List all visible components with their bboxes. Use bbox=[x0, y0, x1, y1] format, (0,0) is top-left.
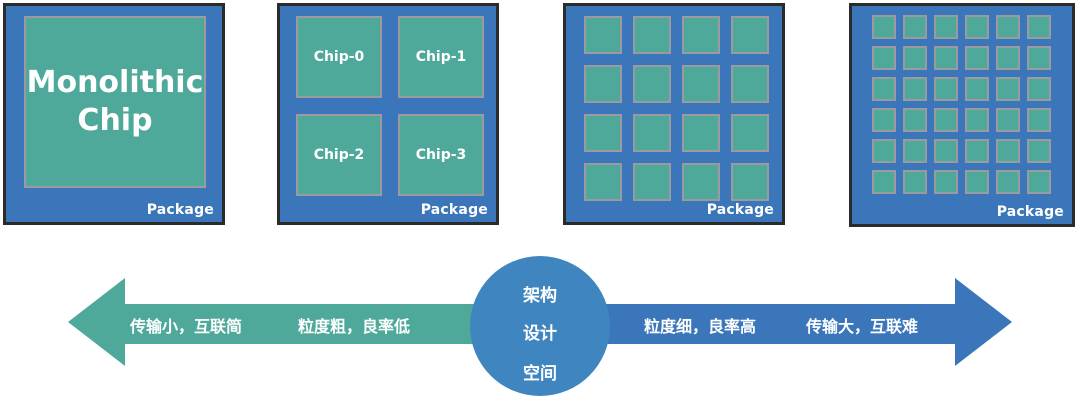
package-label: Package bbox=[146, 202, 214, 218]
center-line-2: 设计 bbox=[523, 324, 557, 344]
chiplet bbox=[1027, 108, 1051, 132]
monolithic-line-1: Monolithic bbox=[26, 65, 204, 100]
chiplet bbox=[633, 65, 671, 103]
chiplet bbox=[633, 16, 671, 54]
center-circle bbox=[470, 256, 610, 396]
left-arrow bbox=[68, 278, 498, 366]
chiplet bbox=[965, 15, 989, 39]
chip-3-label: Chip-3 bbox=[415, 147, 467, 163]
chiplet bbox=[872, 139, 896, 163]
chiplet bbox=[996, 108, 1020, 132]
chiplet bbox=[934, 77, 958, 101]
chiplet bbox=[965, 46, 989, 70]
chiplet bbox=[584, 16, 622, 54]
chiplet bbox=[1027, 15, 1051, 39]
chiplet bbox=[934, 46, 958, 70]
chiplet bbox=[633, 114, 671, 152]
chiplet bbox=[965, 139, 989, 163]
chip-0: Chip-0 bbox=[296, 16, 382, 98]
chiplet bbox=[903, 108, 927, 132]
chiplet bbox=[872, 170, 896, 194]
package-4-chips: Chip-0 Chip-1 Chip-2 Chip-3 Package bbox=[277, 3, 499, 225]
package-4x4-chips: Package bbox=[563, 3, 785, 225]
right-arrow bbox=[582, 278, 1012, 366]
chiplet bbox=[1027, 77, 1051, 101]
center-line-1: 架构 bbox=[523, 286, 557, 306]
package-label: Package bbox=[420, 202, 488, 218]
chiplet bbox=[965, 77, 989, 101]
chiplet bbox=[934, 139, 958, 163]
monolithic-chip-label: Monolithic Chip bbox=[26, 64, 204, 140]
monolithic-line-2: Chip bbox=[77, 103, 153, 138]
chiplet bbox=[1027, 170, 1051, 194]
chiplet bbox=[584, 65, 622, 103]
package-label: Package bbox=[996, 204, 1064, 220]
chiplet bbox=[996, 170, 1020, 194]
chiplet bbox=[996, 46, 1020, 70]
right-text-2: 传输大，互联难 bbox=[806, 317, 919, 336]
chip-1-label: Chip-1 bbox=[415, 49, 467, 65]
right-text-1: 粒度细，良率高 bbox=[644, 317, 757, 336]
chiplet bbox=[731, 65, 769, 103]
chiplet bbox=[872, 46, 896, 70]
chiplet bbox=[584, 163, 622, 201]
chiplet bbox=[996, 77, 1020, 101]
chiplet bbox=[872, 108, 896, 132]
chiplet bbox=[934, 15, 958, 39]
package-6x6-chips: Package bbox=[849, 3, 1075, 227]
chip-2: Chip-2 bbox=[296, 114, 382, 196]
chiplet bbox=[872, 15, 896, 39]
chiplet bbox=[633, 163, 671, 201]
chiplet bbox=[903, 46, 927, 70]
chip-0-label: Chip-0 bbox=[313, 49, 365, 65]
center-line-3: 空间 bbox=[523, 364, 557, 384]
chiplet bbox=[682, 16, 720, 54]
chiplet bbox=[965, 170, 989, 194]
chip-1: Chip-1 bbox=[398, 16, 484, 98]
chiplet bbox=[903, 139, 927, 163]
package-monolithic: Monolithic Chip Package bbox=[3, 3, 225, 225]
chiplet bbox=[903, 15, 927, 39]
chip-2-label: Chip-2 bbox=[313, 147, 365, 163]
chiplet bbox=[934, 170, 958, 194]
chiplet bbox=[903, 170, 927, 194]
chiplet bbox=[1027, 139, 1051, 163]
chiplet bbox=[731, 16, 769, 54]
chiplet bbox=[682, 65, 720, 103]
left-text-1: 传输小，互联简 bbox=[130, 317, 243, 336]
left-text-2: 粒度粗，良率低 bbox=[298, 317, 411, 336]
chiplet bbox=[996, 139, 1020, 163]
chiplet bbox=[934, 108, 958, 132]
chiplet bbox=[731, 114, 769, 152]
chiplet bbox=[1027, 46, 1051, 70]
chiplet bbox=[682, 114, 720, 152]
chiplet bbox=[872, 77, 896, 101]
chiplet bbox=[996, 15, 1020, 39]
chip-3: Chip-3 bbox=[398, 114, 484, 196]
chiplet bbox=[903, 77, 927, 101]
monolithic-chip: Monolithic Chip bbox=[24, 16, 206, 188]
chiplet bbox=[682, 163, 720, 201]
package-label: Package bbox=[706, 202, 774, 218]
chiplet bbox=[584, 114, 622, 152]
chiplet bbox=[731, 163, 769, 201]
chiplet bbox=[965, 108, 989, 132]
